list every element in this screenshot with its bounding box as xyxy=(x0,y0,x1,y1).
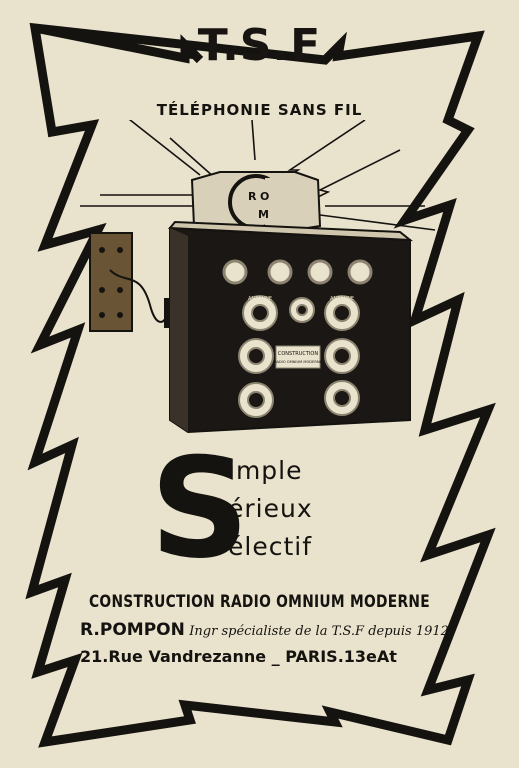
company-name: CONSTRUCTION RADIO OMNIUM MODERNE xyxy=(89,592,430,611)
ad-subtitle: TÉLÉPHONIE SANS FIL xyxy=(156,101,363,119)
svg-text:O: O xyxy=(260,190,269,203)
radio-cabinet: ANTENNE ANTENNE CONSTRUCTION RADIO OMNIU… xyxy=(167,220,414,434)
nameplate xyxy=(275,345,321,369)
svg-text:M: M xyxy=(258,208,269,221)
knob-label: ANTENNE xyxy=(330,296,354,302)
slogan-line-selectif: électif xyxy=(228,532,313,561)
radio-wave-lines xyxy=(80,120,436,231)
slogan-initial: S xyxy=(150,428,250,589)
knob-label: ANTENNE xyxy=(248,296,272,302)
radio-illustration: R O M xyxy=(80,120,436,434)
maker-line: R.POMPON Ingr spécialiste de la T.S.F de… xyxy=(80,620,449,640)
nameplate-line-1: CONSTRUCTION xyxy=(278,351,318,357)
cabinet-knobs xyxy=(238,295,360,418)
nameplate-line-2: RADIO OMNIUM MODERNE xyxy=(274,360,322,364)
cabinet-dial xyxy=(222,259,248,285)
slogan-line-simple: imple xyxy=(228,456,303,485)
crom-logo: R O M xyxy=(190,171,322,231)
detector-board xyxy=(89,232,176,332)
maker-title: Ingr spécialiste de la T.S.F depuis 1912 xyxy=(189,624,449,639)
slogan-line-serieux: érieux xyxy=(228,494,313,523)
svg-text:R: R xyxy=(248,190,257,203)
cabinet-dial xyxy=(347,259,373,285)
cabinet-dial xyxy=(267,259,293,285)
address: 21.Rue Vandrezanne _ PARIS.13eAt xyxy=(80,647,397,666)
ad-title: T.S.F xyxy=(197,20,322,71)
cabinet-dial xyxy=(307,259,333,285)
maker-name: R.POMPON xyxy=(80,620,185,640)
